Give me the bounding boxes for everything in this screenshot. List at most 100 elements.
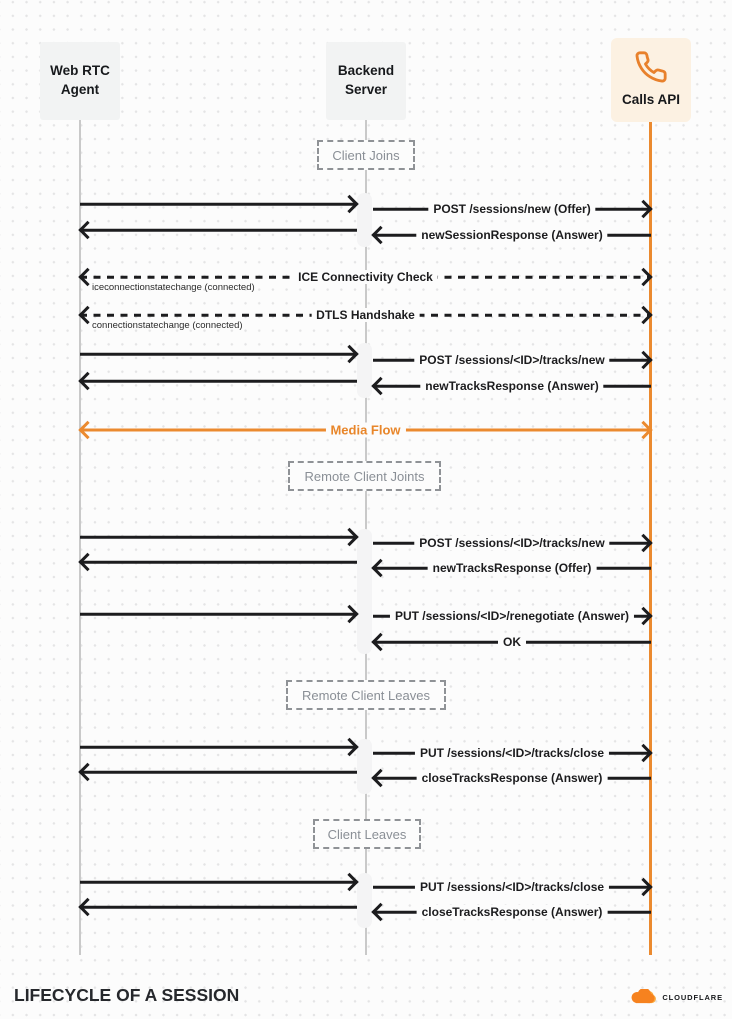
actor-label: Web RTC Agent <box>50 63 110 97</box>
arrowhead-right-icon <box>340 194 359 214</box>
arrow-line <box>80 905 357 909</box>
message-label: PUT /sessions/<ID>/renegotiate (Answer) <box>389 609 635 623</box>
arrowhead-right-icon <box>340 527 359 547</box>
actor-webrtc-agent: Web RTC Agent <box>40 42 120 120</box>
arrowhead-right-icon <box>634 267 653 287</box>
msg-media-flow: Media Flow <box>78 418 653 442</box>
message-label: PUT /sessions/<ID>/tracks/close <box>414 880 610 894</box>
msg-put-renegotiate: PUT /sessions/<ID>/renegotiate (Answer) <box>373 604 653 628</box>
activation-bar <box>357 739 372 794</box>
msg-backend-to-agent <box>78 369 357 393</box>
arrow-line <box>80 379 357 383</box>
message-label: POST /sessions/<ID>/tracks/new <box>414 536 610 550</box>
activation-bar <box>357 193 372 247</box>
lifeline-calls-api <box>649 121 652 955</box>
msg-close-tracks-response: closeTracksResponse (Answer) <box>371 900 651 924</box>
brand-name: CLOUDFLARE <box>662 992 723 1002</box>
phase-remote-client-leaves: Remote Client Leaves <box>286 680 446 710</box>
arrowhead-left-icon <box>78 420 97 440</box>
arrow-line <box>80 202 357 206</box>
msg-post-tracks-new-remote: POST /sessions/<ID>/tracks/new <box>373 531 653 555</box>
arrowhead-right-icon <box>340 737 359 757</box>
message-label: PUT /sessions/<ID>/tracks/close <box>414 746 610 760</box>
msg-backend-to-agent <box>78 760 357 784</box>
arrowhead-right-icon <box>340 344 359 364</box>
arrow-line <box>80 560 357 564</box>
msg-put-tracks-close: PUT /sessions/<ID>/tracks/close <box>373 875 653 899</box>
msg-post-sessions-new: POST /sessions/new (Offer) <box>373 197 653 221</box>
message-label: DTLS Handshake <box>311 308 420 322</box>
activation-bar <box>357 343 372 398</box>
phase-client-joins: Client Joins <box>317 140 415 170</box>
message-label: newTracksResponse (Offer) <box>427 561 597 575</box>
arrowhead-left-icon <box>78 897 97 917</box>
cloudflare-logo: CLOUDFLARE <box>631 987 723 1005</box>
actor-calls-api: Calls API <box>611 38 691 122</box>
arrow-line <box>80 228 357 232</box>
arrowhead-left-icon <box>371 558 390 578</box>
msg-agent-to-backend <box>80 192 359 216</box>
arrowhead-left-icon <box>371 376 390 396</box>
msg-close-tracks-response: closeTracksResponse (Answer) <box>371 766 651 790</box>
event-note: connectionstatechange (connected) <box>92 320 243 331</box>
msg-new-session-response: newSessionResponse (Answer) <box>371 223 651 247</box>
arrowhead-right-icon <box>634 877 653 897</box>
msg-agent-to-backend <box>80 870 359 894</box>
activation-bar <box>357 529 372 654</box>
arrowhead-right-icon <box>340 872 359 892</box>
cloudflare-cloud-icon <box>631 987 659 1005</box>
actor-label: Calls API <box>621 92 681 108</box>
arrow-line <box>80 745 357 749</box>
arrowhead-left-icon <box>78 371 97 391</box>
msg-backend-to-agent <box>78 218 357 242</box>
msg-ice-connectivity-check: ICE Connectivity Check iceconnectionstat… <box>78 265 653 293</box>
msg-put-tracks-close: PUT /sessions/<ID>/tracks/close <box>373 741 653 765</box>
msg-agent-to-backend <box>80 525 359 549</box>
message-label: ICE Connectivity Check <box>293 270 438 284</box>
event-note: iceconnectionstatechange (connected) <box>92 282 255 293</box>
page-title: LIFECYCLE OF A SESSION <box>14 985 240 1005</box>
arrowhead-right-icon <box>634 533 653 553</box>
arrowhead-left-icon <box>78 762 97 782</box>
arrowhead-right-icon <box>634 420 653 440</box>
msg-ok-response: OK <box>371 630 651 654</box>
message-label: POST /sessions/new (Offer) <box>428 202 596 216</box>
arrowhead-right-icon <box>340 604 359 624</box>
message-label: newSessionResponse (Answer) <box>416 228 608 242</box>
msg-backend-to-agent <box>78 550 357 574</box>
msg-backend-to-agent <box>78 895 357 919</box>
phase-client-leaves: Client Leaves <box>313 819 421 849</box>
arrow-line <box>80 612 357 616</box>
activation-bar <box>357 873 372 928</box>
phone-icon <box>634 50 668 84</box>
actor-backend-server: Backend Server <box>326 42 406 120</box>
arrowhead-right-icon <box>634 305 653 325</box>
message-label: closeTracksResponse (Answer) <box>416 771 608 785</box>
message-label: POST /sessions/<ID>/tracks/new <box>414 353 610 367</box>
arrowhead-right-icon <box>634 606 653 626</box>
msg-new-tracks-response-offer: newTracksResponse (Offer) <box>371 556 651 580</box>
arrowhead-left-icon <box>78 552 97 572</box>
message-label: closeTracksResponse (Answer) <box>416 905 608 919</box>
arrowhead-right-icon <box>634 743 653 763</box>
arrowhead-left-icon <box>371 902 390 922</box>
arrowhead-right-icon <box>634 199 653 219</box>
arrowhead-left-icon <box>371 768 390 788</box>
phase-label: Remote Client Joints <box>304 468 425 484</box>
actor-label: Backend Server <box>337 63 395 97</box>
arrow-line <box>80 880 357 884</box>
phase-label: Remote Client Leaves <box>302 687 430 703</box>
message-label: newTracksResponse (Answer) <box>420 379 604 393</box>
arrowhead-left-icon <box>371 632 390 652</box>
arrowhead-right-icon <box>634 350 653 370</box>
message-label: OK <box>498 635 526 649</box>
msg-agent-to-backend <box>80 735 359 759</box>
phase-label: Client Joins <box>332 147 400 163</box>
arrow-line <box>80 535 357 539</box>
message-label: Media Flow <box>325 422 406 438</box>
msg-agent-to-backend <box>80 602 359 626</box>
msg-dtls-handshake: DTLS Handshake connectionstatechange (co… <box>78 303 653 331</box>
arrowhead-left-icon <box>78 220 97 240</box>
arrow-line <box>80 352 357 356</box>
